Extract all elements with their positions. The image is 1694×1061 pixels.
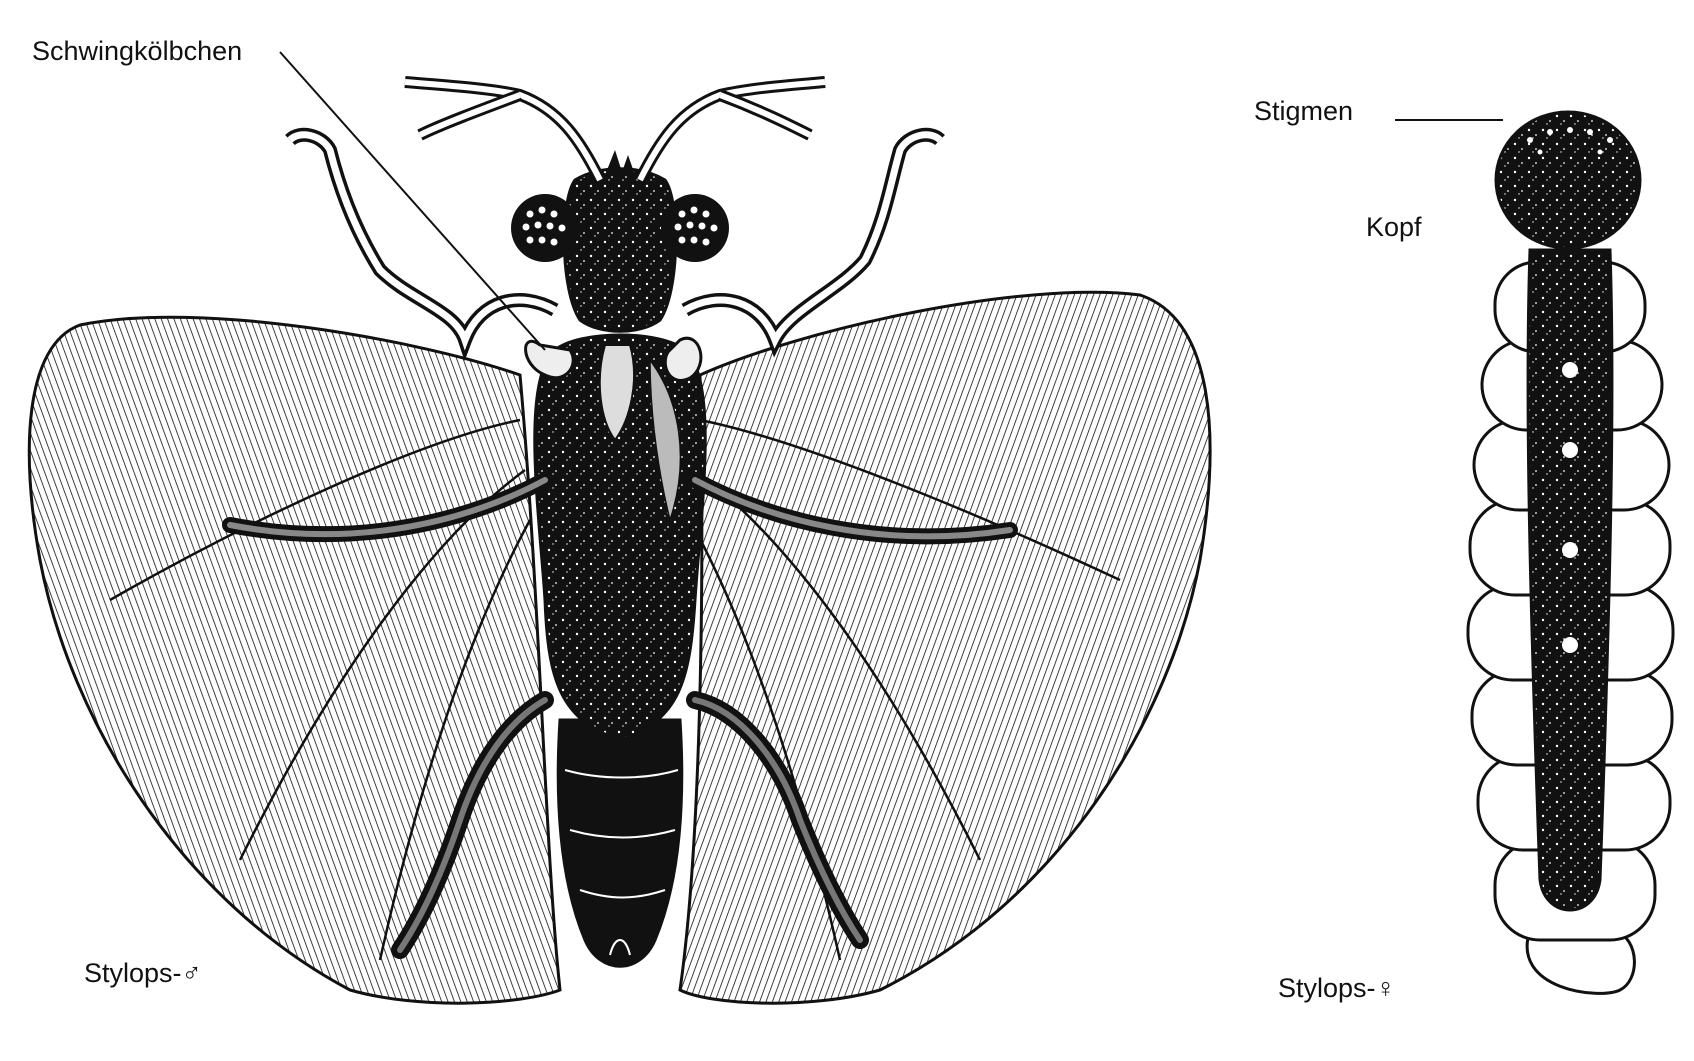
head xyxy=(564,169,675,332)
spiracles-label: Stigmen xyxy=(1254,98,1353,125)
male-stylops-drawing xyxy=(29,52,1210,1003)
halteres-label: Schwingkölbchen xyxy=(32,38,242,65)
female-stylops-drawing xyxy=(1395,112,1673,993)
female-head xyxy=(1496,112,1640,248)
right-wing xyxy=(680,292,1210,1003)
female-core xyxy=(1528,250,1612,910)
left-eye xyxy=(511,194,579,262)
female-label: Stylops-♀ xyxy=(1278,975,1396,1002)
male-label: Stylops-♂ xyxy=(84,960,202,987)
left-wing xyxy=(29,317,560,1003)
head-label: Kopf xyxy=(1366,214,1422,241)
right-eye xyxy=(661,194,729,262)
abdomen xyxy=(558,720,681,966)
